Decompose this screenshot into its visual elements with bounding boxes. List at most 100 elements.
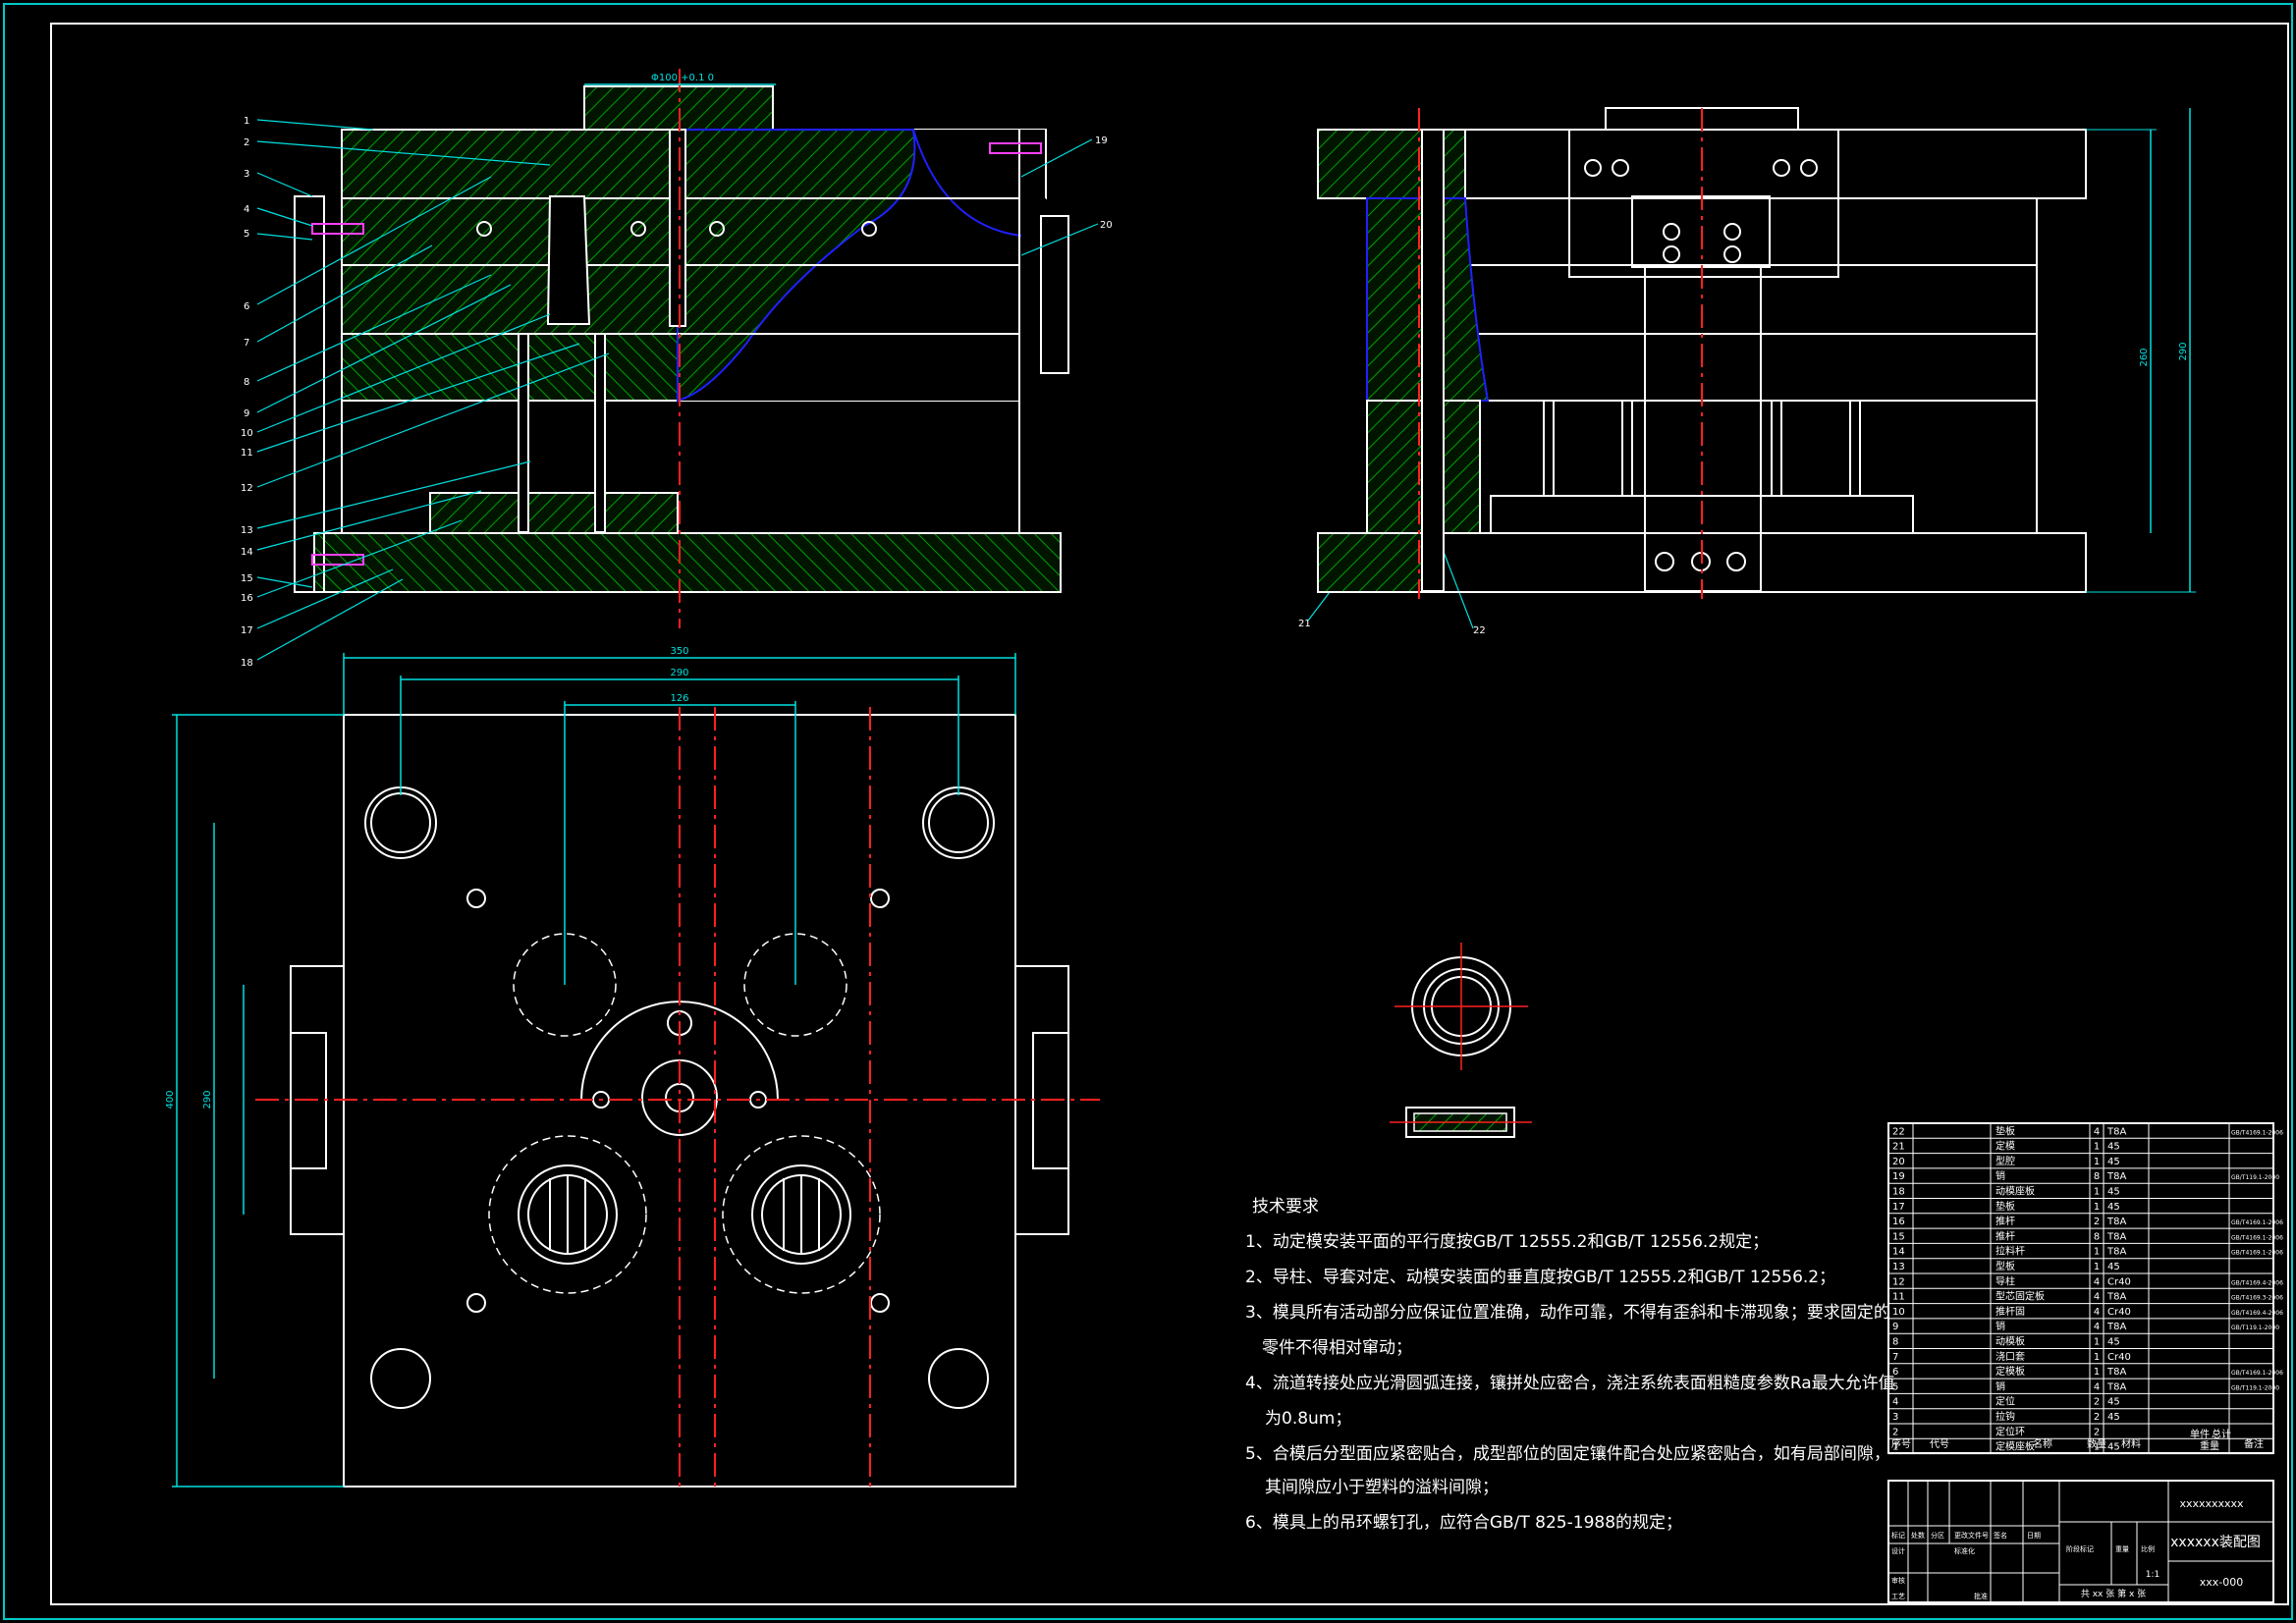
callout-12: 12 (241, 483, 253, 494)
bom-row-qty: 1 (2094, 1247, 2100, 1258)
bom-row-material: 45 (2107, 1202, 2120, 1213)
bom-row-name: 推杆 (1995, 1215, 2015, 1227)
bom-row-material: 45 (2107, 1157, 2120, 1167)
bom-row-no: 2 (1892, 1427, 1898, 1437)
dim-side-a: 260 (2139, 348, 2150, 366)
bom-row-qty: 8 (2094, 1171, 2100, 1182)
tech-item-1: 1、动定模安装平面的平行度按GB/T 12555.2和GB/T 12556.2规… (1245, 1232, 1769, 1252)
tech-item-3b: 零件不得相对窜动； (1262, 1338, 1412, 1358)
tb-label-mark: 标记 (1891, 1531, 1905, 1540)
bom-row-qty: 4 (2094, 1381, 2100, 1392)
bom-row-name: 推杆固 (1995, 1305, 2025, 1318)
bom-row-standard: GB/T4169.1-2006 (2231, 1370, 2283, 1377)
bom-row-qty: 1 (2094, 1262, 2100, 1272)
bom-row-no: 19 (1892, 1171, 1905, 1182)
bom-row-material: T8A (2106, 1171, 2126, 1182)
bom-row-no: 15 (1892, 1231, 1905, 1242)
tb-label-count: 处数 (1911, 1531, 1925, 1540)
bom-row-name: 导柱 (1995, 1274, 2015, 1287)
bom-row-standard: GB/T4169.1-2006 (2231, 1234, 2283, 1241)
bom-row-no: 4 (1892, 1397, 1898, 1408)
tb-label-process: 工艺 (1891, 1593, 1905, 1600)
bom-header-material: 材料 (2121, 1437, 2141, 1450)
bom-row-name: 型芯固定板 (1995, 1290, 2045, 1303)
bom-row-material: 45 (2107, 1397, 2120, 1408)
bom-row-no: 5 (1892, 1381, 1898, 1392)
callout-9: 9 (244, 408, 249, 419)
tb-label-sign: 签名 (1994, 1531, 2007, 1540)
sheet-count: 共 xx 张 第 x 张 (2081, 1588, 2146, 1599)
bom-row-material: 45 (2107, 1337, 2120, 1348)
callout-3: 3 (244, 169, 249, 180)
tech-item-5: 5、合模后分型面应紧密贴合，成型部位的固定镶件配合处应紧密贴合，如有局部间隙， (1245, 1443, 1890, 1464)
tech-title: 技术要求 (1252, 1197, 1319, 1217)
bom-header-no: 序号 (1891, 1437, 1911, 1450)
bom-row-qty: 1 (2094, 1367, 2100, 1378)
tech-item-4: 4、流道转接处应光滑圆弧连接，镶拼处应密合，浇注系统表面粗糙度参数Ra最大允许值 (1245, 1373, 1895, 1393)
tb-label-scale: 比例 (2141, 1544, 2155, 1553)
bom-row-name: 销 (1995, 1380, 2005, 1392)
bom-row-standard: GB/T4169.3-2006 (2231, 1295, 2283, 1302)
dim-plan-290v: 290 (202, 1090, 213, 1109)
product-detail-views (1390, 943, 1532, 1138)
callout-16: 16 (241, 593, 253, 604)
tech-item-2: 2、导柱、导套对定、动模安装面的垂直度按GB/T 12555.2和GB/T 12… (1245, 1268, 1835, 1287)
bom-row-name: 动模座板 (1995, 1185, 2035, 1198)
bom-row-name: 销 (1995, 1320, 2005, 1332)
callout-1: 1 (244, 116, 249, 127)
bom-row-name: 拉料杆 (1995, 1245, 2025, 1258)
bom-row-name: 定模板 (1995, 1365, 2025, 1378)
dim-side-b: 290 (2178, 342, 2189, 360)
bom-row-qty: 2 (2094, 1217, 2100, 1227)
bom-row-material: T8A (2106, 1292, 2126, 1303)
bom-row-name: 浇口套 (1995, 1350, 2025, 1363)
callout-17: 17 (241, 625, 253, 636)
bom-row-qty: 1 (2094, 1202, 2100, 1213)
callout-6: 6 (244, 301, 249, 312)
bom-row-material: T8A (2106, 1217, 2126, 1227)
front-section-view: Φ100 +0.1 0 (294, 69, 1069, 628)
bom-row-name: 垫板 (1995, 1200, 2015, 1213)
bom-row-no: 13 (1892, 1262, 1905, 1272)
drawing-number: xxx-000 (2200, 1576, 2244, 1589)
bom-row-no: 9 (1892, 1322, 1898, 1332)
bom-row-no: 11 (1892, 1292, 1905, 1303)
bom-row-qty: 1 (2094, 1442, 2100, 1453)
bom-row-material: 45 (2107, 1412, 2120, 1423)
bom-row-qty: 2 (2094, 1397, 2100, 1408)
bom-row-qty: 4 (2094, 1292, 2100, 1303)
bom-row-name: 销 (1995, 1169, 2005, 1182)
bom-header-remark: 备注 (2244, 1437, 2264, 1450)
callout-2: 2 (244, 137, 249, 148)
bom-row-material: T8A (2106, 1367, 2126, 1378)
bom-row-standard: GB/T119.1-2000 (2231, 1384, 2279, 1391)
callout-8: 8 (244, 377, 249, 388)
bom-header-qty: 数量 (2087, 1437, 2106, 1450)
bom-row-standard: GB/T4169.4-2006 (2231, 1279, 2283, 1286)
bom-row-qty: 1 (2094, 1142, 2100, 1153)
bom-row-qty: 1 (2094, 1352, 2100, 1363)
bom-row-no: 16 (1892, 1217, 1905, 1227)
bom-row-no: 20 (1892, 1157, 1905, 1167)
dim-plan-350: 350 (670, 646, 688, 657)
bom-row-standard: GB/T119.1-2000 (2231, 1325, 2279, 1331)
tech-item-5b: 其间隙应小于塑料的溢料间隙； (1265, 1478, 1499, 1497)
bom-row-material: 45 (2107, 1442, 2120, 1453)
bom-row-qty: 2 (2094, 1427, 2100, 1437)
bom-row-material: 45 (2107, 1187, 2120, 1198)
bom-row-standard: GB/T4169.1-2006 (2231, 1250, 2283, 1257)
bom-row-no: 10 (1892, 1307, 1905, 1318)
bom-row-material: Cr40 (2107, 1352, 2131, 1363)
bom-row-standard: GB/T119.1-2000 (2231, 1174, 2279, 1181)
bom-header-code: 代号 (1930, 1438, 1949, 1450)
bom-row-no: 18 (1892, 1187, 1905, 1198)
outer-border (3, 3, 2293, 1620)
part-callouts: 1 2 3 4 5 6 7 8 9 10 11 12 13 14 15 16 1… (241, 116, 1486, 669)
callout-18: 18 (241, 658, 253, 669)
tb-label-review: 审核 (1891, 1576, 1905, 1585)
bom-row-no: 12 (1892, 1276, 1905, 1287)
bom-row-no: 22 (1892, 1126, 1905, 1137)
bom-row-no: 6 (1892, 1367, 1898, 1378)
callout-13: 13 (241, 525, 253, 536)
bom-row-material: 45 (2107, 1142, 2120, 1153)
